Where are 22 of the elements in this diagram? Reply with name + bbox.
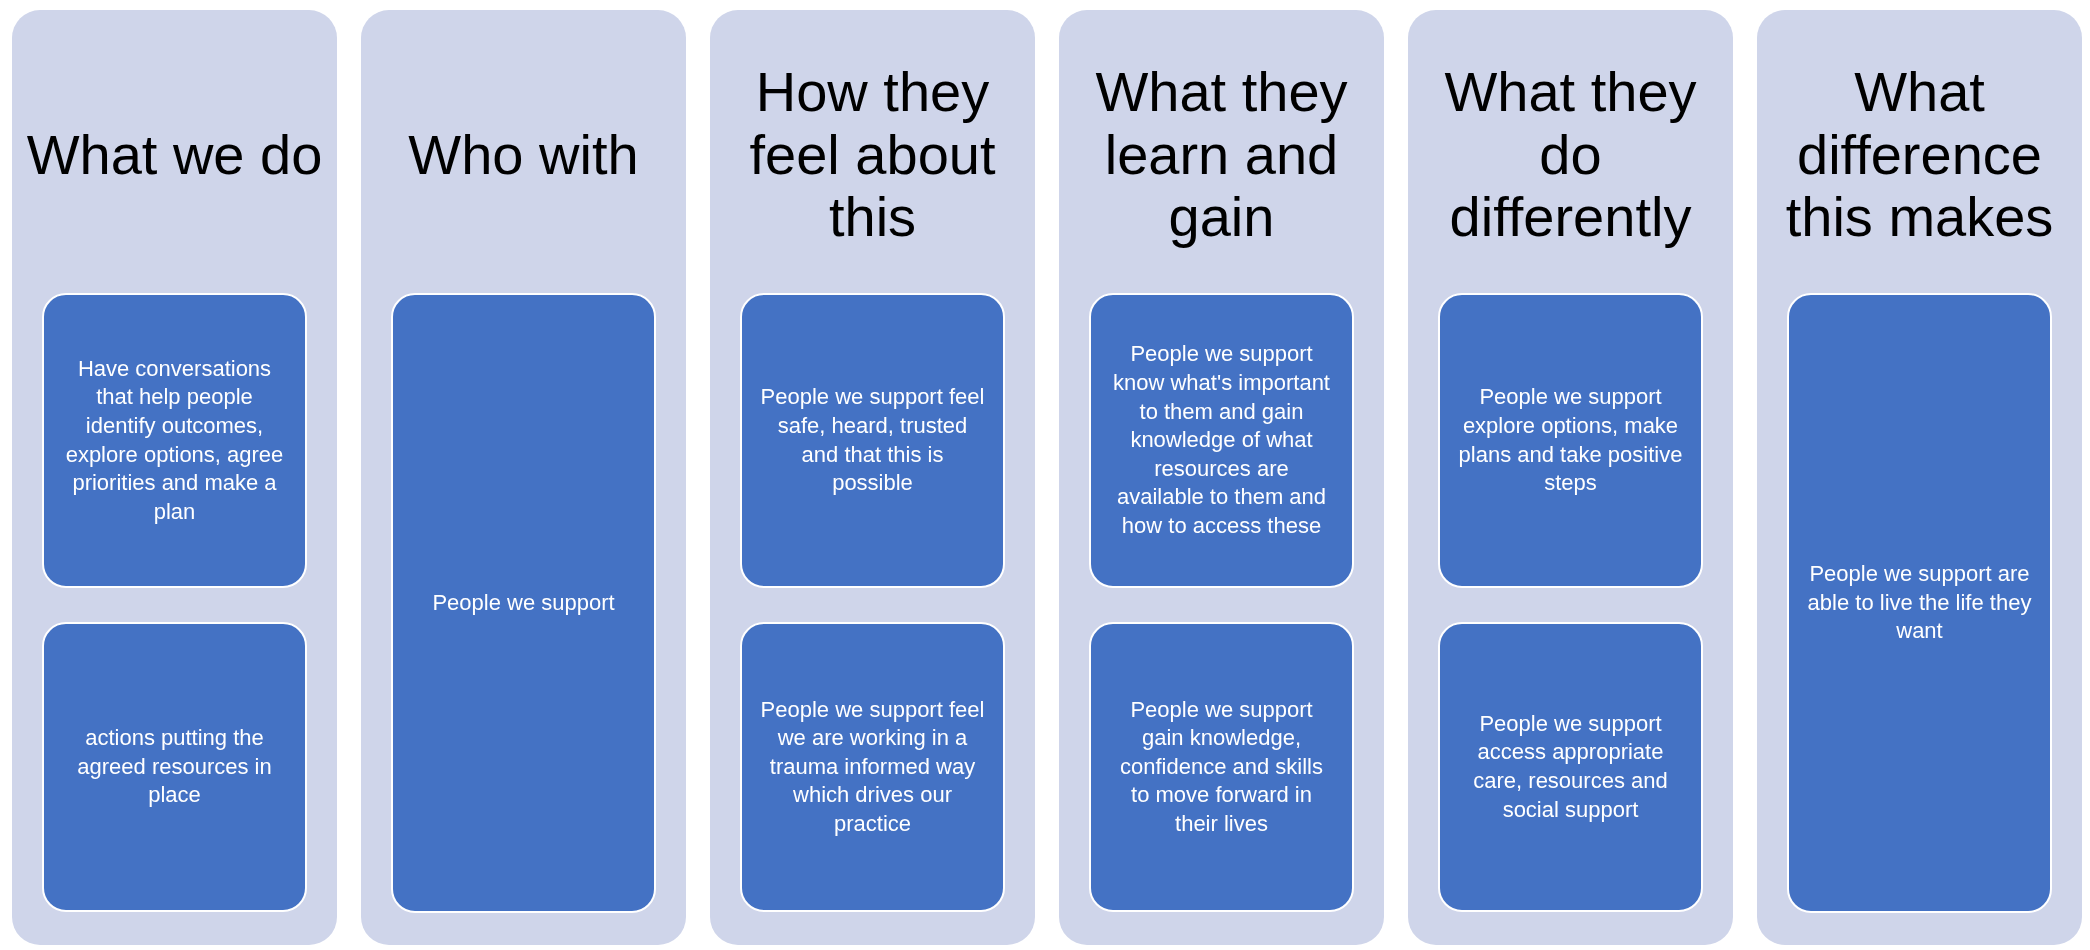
column-heading: What they learn and gain bbox=[1094, 60, 1349, 250]
outcome-box: People we support feel safe, heard, trusted and that this is possible bbox=[740, 293, 1005, 588]
column-heading: Who with bbox=[407, 123, 640, 187]
column-heading: What we do bbox=[25, 123, 324, 187]
column-panel bbox=[12, 10, 337, 945]
outcome-box: People we support are able to live the life they want bbox=[1787, 293, 2052, 913]
outcome-box: People we support gain knowledge, confidence and skills to move forward in their lives bbox=[1089, 622, 1354, 912]
column-panel bbox=[1059, 10, 1384, 945]
column-heading: What they do differently bbox=[1443, 60, 1698, 250]
column-panel bbox=[361, 10, 686, 945]
outcome-box: actions putting the agreed resources in place bbox=[42, 622, 307, 912]
column-heading: What difference this makes bbox=[1784, 60, 2055, 250]
outcome-box: People we support explore options, make plans and take positive steps bbox=[1438, 293, 1703, 588]
outcome-box: People we support access appropriate care, resources and social support bbox=[1438, 622, 1703, 912]
outcome-box: Have conversations that help people identify outcomes, explore options, agree priorities and make a plan bbox=[42, 293, 307, 588]
outcome-box: People we support bbox=[391, 293, 656, 913]
outcome-box: People we support know what's important to them and gain knowledge of what resources are available to them and how to access these bbox=[1089, 293, 1354, 588]
column-panel bbox=[1757, 10, 2082, 945]
column-panel bbox=[1408, 10, 1733, 945]
column-heading: How they feel about this bbox=[748, 60, 997, 250]
column-panel bbox=[710, 10, 1035, 945]
outcome-box: People we support feel we are working in a trauma informed way which drives our practice bbox=[740, 622, 1005, 912]
